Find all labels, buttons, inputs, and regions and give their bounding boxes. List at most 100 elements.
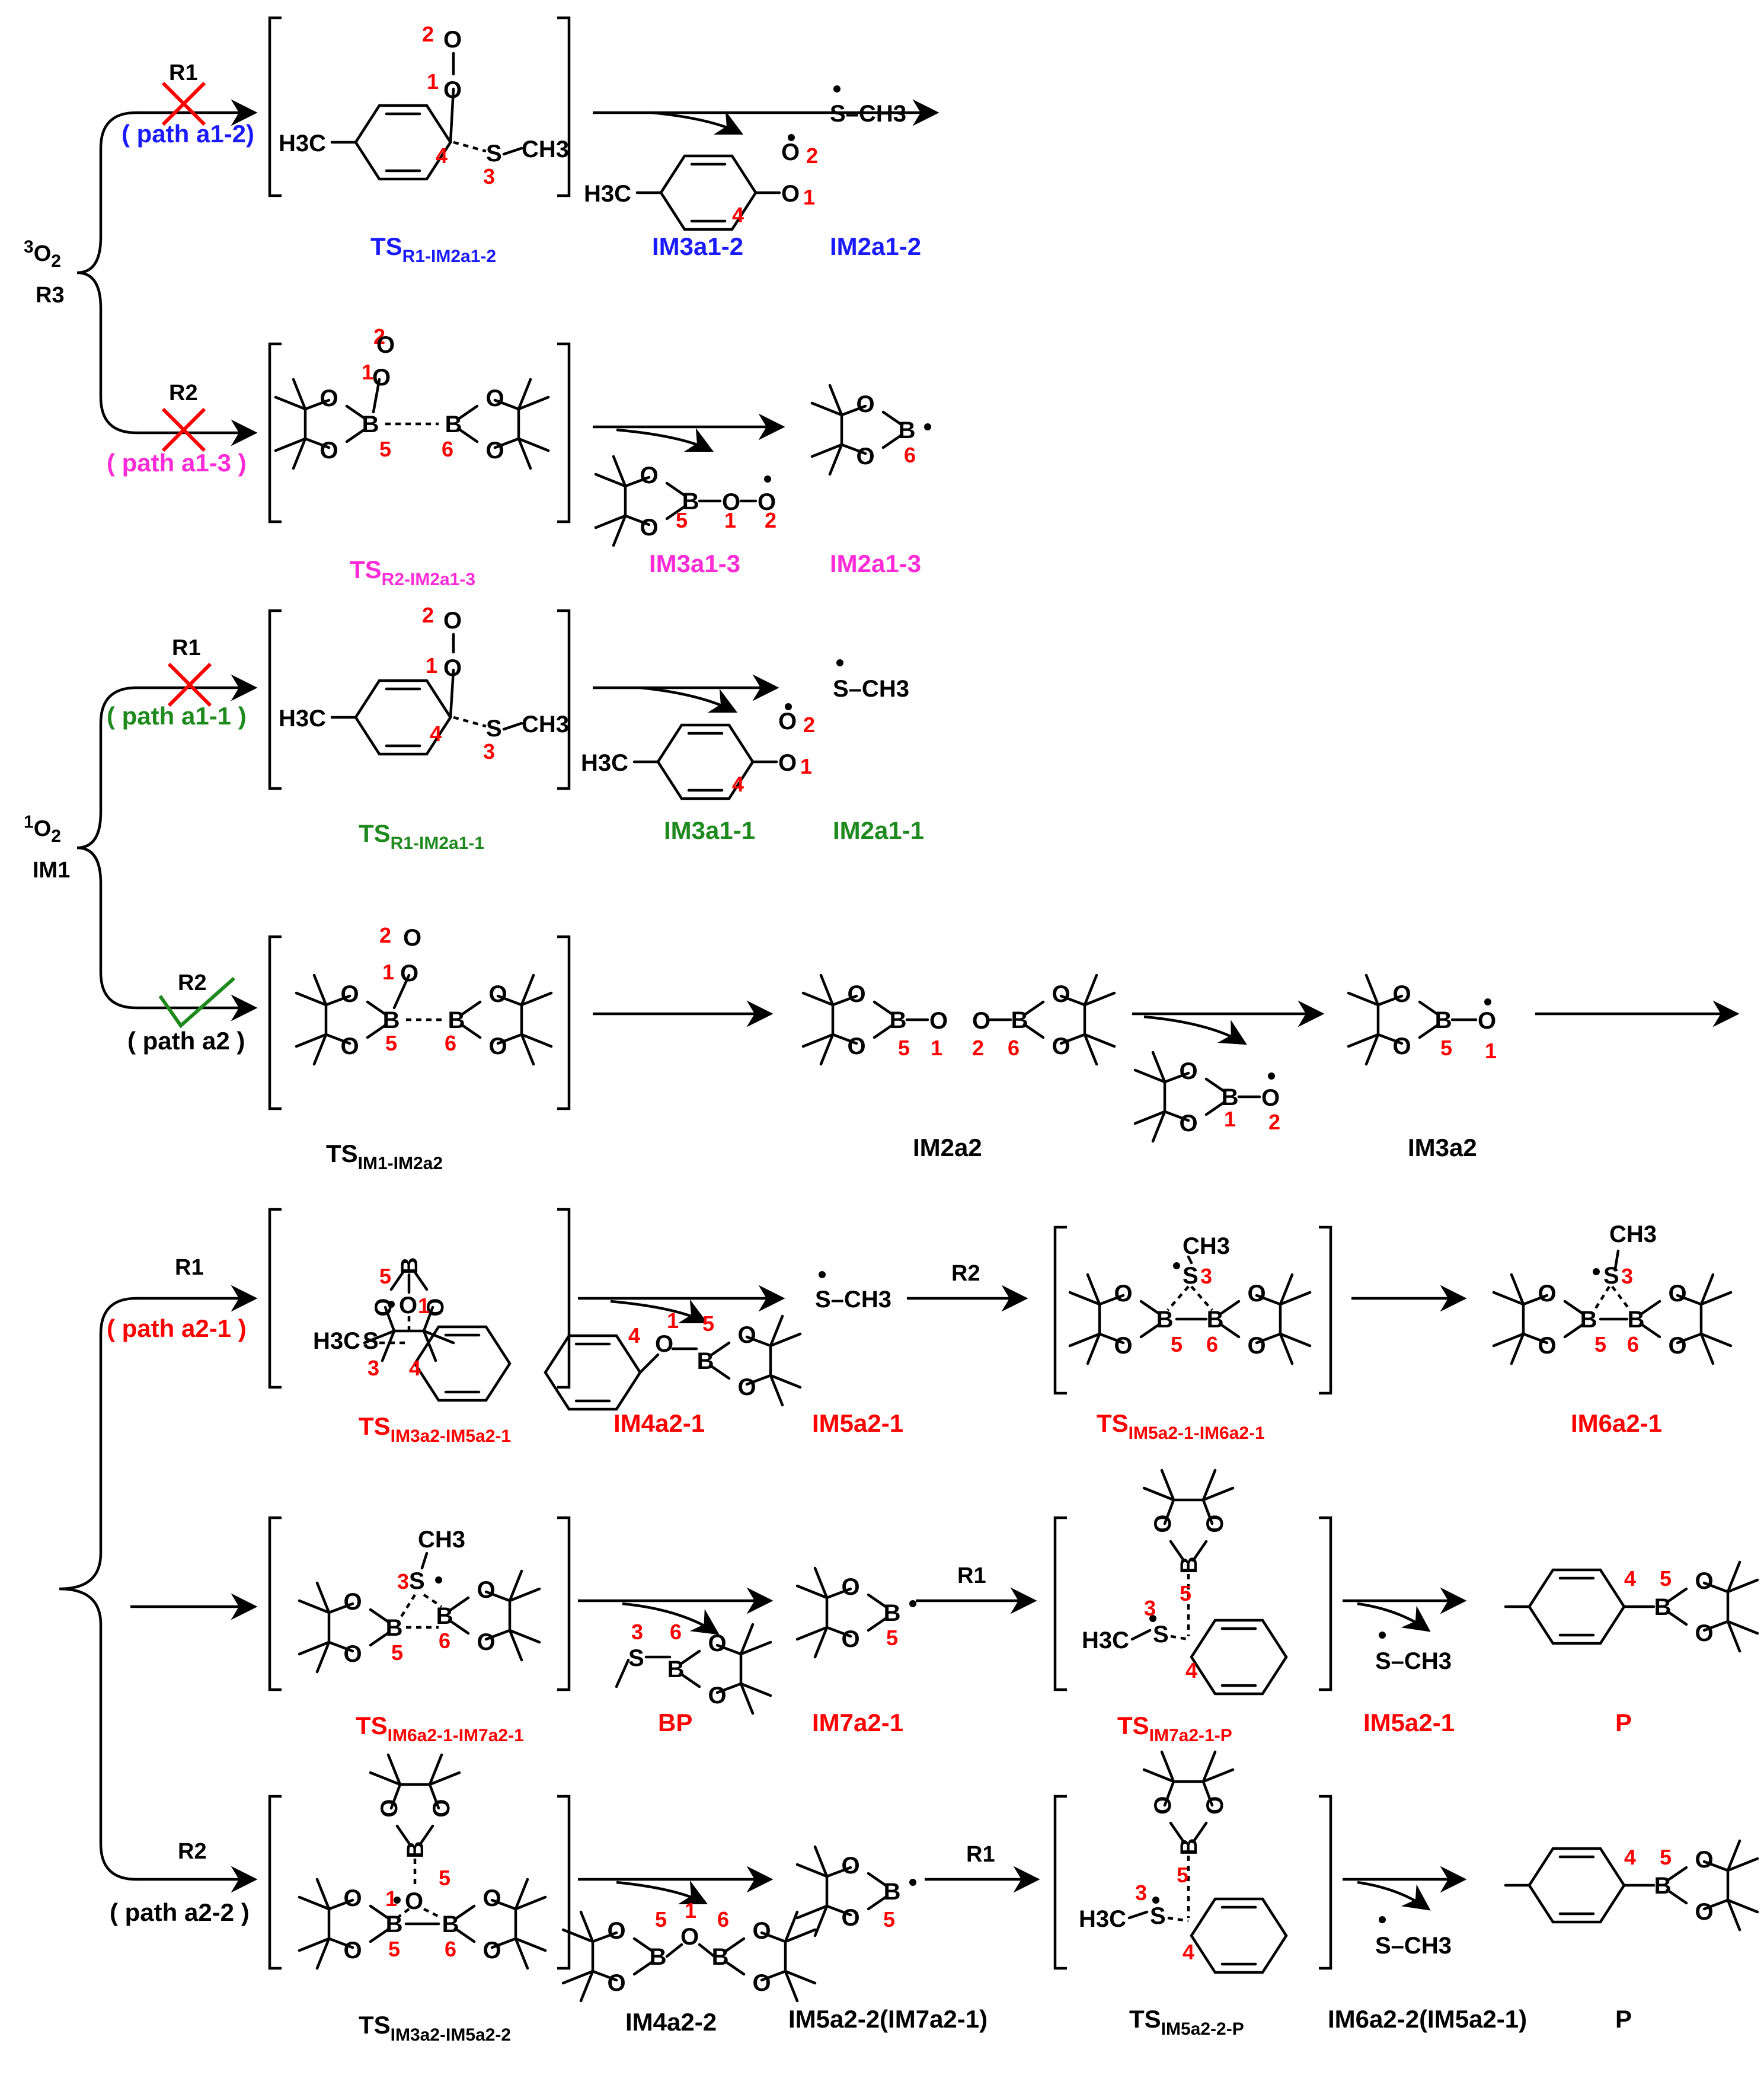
- ts-r2-im2a1-3-label: TSR2-IM2a1-3: [350, 556, 475, 589]
- svg-text:5: 5: [1440, 1036, 1452, 1060]
- svg-text:6: 6: [439, 1629, 450, 1653]
- svg-text:4: 4: [1624, 1845, 1636, 1869]
- svg-text:R1: R1: [957, 1563, 986, 1588]
- svg-text:R2: R2: [178, 971, 207, 995]
- svg-text:O: O: [778, 708, 797, 735]
- svg-text:3: 3: [397, 1569, 409, 1594]
- svg-text:5: 5: [1594, 1332, 1606, 1356]
- svg-text:CH3: CH3: [1609, 1221, 1657, 1247]
- svg-text:6: 6: [1206, 1332, 1218, 1356]
- branch-curve-r3: [76, 111, 138, 435]
- red-cross-a1-3: [161, 407, 206, 452]
- svg-text:O: O: [778, 750, 797, 776]
- path-a1-2-label: ( path a1-2): [122, 120, 254, 148]
- im2a2-label: IM2a2: [913, 1134, 982, 1161]
- red-cross-a1-1: [167, 662, 212, 707]
- im3a1-1-structure: H3C O O 2 1 4: [581, 703, 815, 799]
- svg-text:3: 3: [1621, 1264, 1633, 1288]
- svg-text:5: 5: [655, 1907, 667, 1932]
- svg-text:R1: R1: [175, 1255, 204, 1280]
- svg-text:3O2: 3O2: [24, 237, 61, 271]
- im5a2-1-label-row6: IM5a2-1: [1363, 1709, 1455, 1736]
- ts-im6a2-1-im7a2-1-structure: S CH3 3 5 6: [268, 1516, 571, 1691]
- p-label-row6: P: [1615, 1709, 1632, 1736]
- bp-label: BP: [658, 1709, 692, 1736]
- svg-text:H3C: H3C: [1082, 1627, 1129, 1653]
- svg-text:5: 5: [385, 1031, 397, 1055]
- svg-text:4: 4: [409, 1356, 421, 1380]
- ts-im5a2-1-im6a2-1-label: TSIM5a2-1-IM6a2-1: [1097, 1409, 1265, 1443]
- im2a2-structure: O O 5 1 2 6: [803, 975, 1114, 1064]
- svg-text:1: 1: [800, 754, 812, 778]
- svg-text:5: 5: [883, 1907, 895, 1932]
- svg-text:R1: R1: [966, 1842, 995, 1867]
- svg-text:4: 4: [732, 203, 744, 227]
- svg-text:R1: R1: [169, 60, 198, 85]
- svg-text:S: S: [363, 1328, 379, 1354]
- im6a2-1-label: IM6a2-1: [1571, 1409, 1662, 1437]
- ts-im1-im2a2-label: TSIM1-IM2a2: [326, 1139, 443, 1173]
- svg-text:O: O: [680, 1924, 699, 1950]
- svg-text:5: 5: [1177, 1863, 1188, 1887]
- svg-text:1: 1: [667, 1308, 679, 1333]
- ts-im3a2-im5a2-1-label: TSIM3a2-IM5a2-1: [359, 1412, 511, 1446]
- svg-text:S: S: [486, 716, 502, 742]
- svg-text:CH3: CH3: [1183, 1233, 1230, 1259]
- svg-text:O: O: [781, 139, 800, 165]
- im3a1-2-structure: H3C O O 2 1 4: [584, 134, 818, 229]
- path-a1-1-label: ( path a1-1 ): [107, 702, 247, 730]
- ts-im1-im2a2-structure: O O 2 1 5 6: [268, 923, 571, 1110]
- im3a1-3-label: IM3a1-3: [649, 550, 740, 577]
- im7a2-1-label: IM7a2-1: [812, 1709, 903, 1736]
- svg-text:3: 3: [1144, 1596, 1156, 1620]
- sch3-radical-row1: S–CH3: [830, 85, 906, 127]
- im3a2-label: IM3a2: [1408, 1134, 1477, 1161]
- svg-text:S: S: [1150, 1903, 1166, 1929]
- svg-text:R2: R2: [178, 1839, 207, 1864]
- im4a2-1-label: IM4a2-1: [613, 1409, 705, 1437]
- ts-im5a2-1-im6a2-1-structure: S CH3 3 5 6: [1053, 1225, 1332, 1395]
- ts-im3a2-im5a2-2-structure: O 1 5 5 6: [268, 1755, 571, 1970]
- im4a2-2-label: IM4a2-2: [625, 2008, 717, 2036]
- svg-text:2: 2: [806, 143, 818, 168]
- svg-text:H3C: H3C: [279, 706, 326, 732]
- svg-text:O: O: [929, 1008, 948, 1034]
- ts-im5a2-2-p-label: TSIM5a2-2-P: [1129, 2005, 1244, 2039]
- svg-text:S–CH3: S–CH3: [830, 101, 906, 127]
- svg-text:S–CH3: S–CH3: [1375, 1933, 1452, 1959]
- triplet-o2-label: 3O2 R3: [24, 237, 65, 308]
- svg-text:H3C: H3C: [1079, 1906, 1126, 1932]
- svg-text:S: S: [1183, 1263, 1199, 1289]
- svg-text:S–CH3: S–CH3: [815, 1286, 891, 1313]
- svg-text:O: O: [399, 1292, 417, 1319]
- svg-text:6: 6: [1627, 1332, 1639, 1356]
- ts-r1-im2a1-2-label: TSR1-IM2a1-2: [370, 232, 496, 266]
- svg-text:3: 3: [1135, 1881, 1147, 1905]
- svg-text:5: 5: [886, 1626, 898, 1650]
- svg-text:H3C: H3C: [581, 750, 628, 776]
- svg-text:O: O: [972, 1008, 990, 1034]
- svg-text:1: 1: [685, 1898, 696, 1923]
- svg-text:6: 6: [717, 1907, 729, 1932]
- path-a2-1-label: ( path a2-1 ): [107, 1314, 247, 1342]
- svg-text:1: 1: [724, 508, 736, 532]
- svg-text:S–CH3: S–CH3: [1375, 1648, 1452, 1674]
- svg-text:H3C: H3C: [584, 181, 631, 207]
- svg-text:O: O: [1478, 1008, 1496, 1034]
- svg-text:5: 5: [379, 1264, 391, 1288]
- svg-text:H3C: H3C: [313, 1328, 360, 1354]
- svg-text:S: S: [628, 1645, 644, 1671]
- ts-r1-im2a1-2-structure: H3C O O 2 1 4 S CH3 3: [268, 16, 571, 197]
- svg-text:2: 2: [422, 603, 434, 627]
- ts-im7a2-1-p-structure: H3C S 3 5 4: [1053, 1470, 1332, 1694]
- ts-r1-im2a1-1-structure: H3C O O 2 1 4 S CH3 3: [268, 603, 571, 790]
- im7a2-1-structure: 5: [797, 1568, 916, 1657]
- ts-im7a2-1-p-label: TSIM7a2-1-P: [1117, 1712, 1232, 1745]
- ts-im3a2-im5a2-2-label: TSIM3a2-IM5a2-2: [359, 2011, 511, 2045]
- p-label-row7: P: [1615, 2005, 1632, 2033]
- sch3-radical-im5a2-1: S–CH3: [815, 1271, 891, 1313]
- svg-text:3: 3: [1200, 1264, 1212, 1288]
- svg-text:4: 4: [1183, 1940, 1194, 1964]
- im2a1-2-label: IM2a1-2: [830, 232, 921, 260]
